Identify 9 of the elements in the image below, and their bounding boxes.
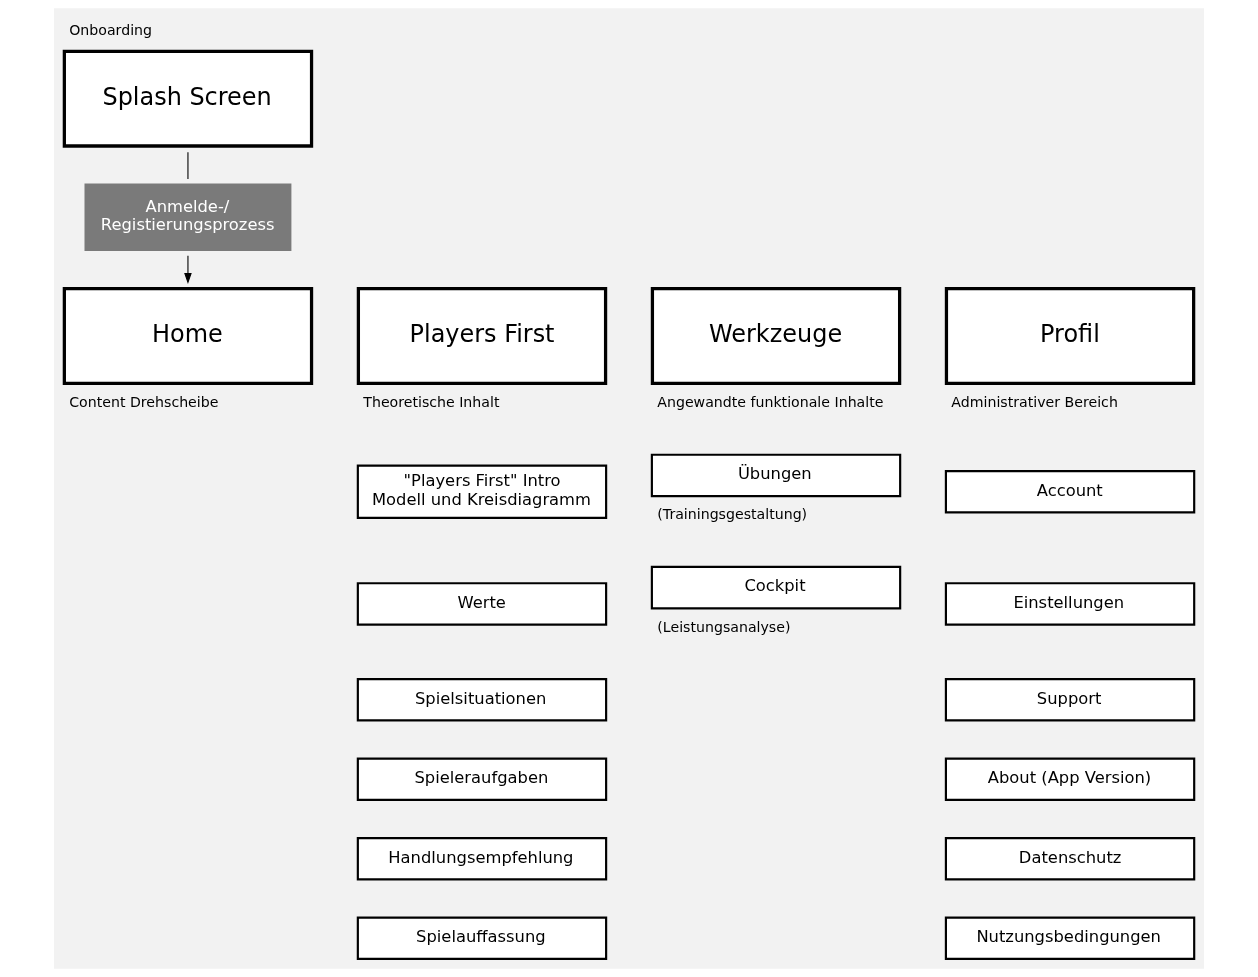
node-label: Onboarding	[69, 21, 153, 38]
node-label: Content Drehscheibe	[69, 394, 219, 411]
node-box: Anmelde-/ Registierungsprozess	[84, 183, 292, 252]
arrow	[184, 255, 192, 284]
node-label: Administrativer Bereich	[951, 394, 1118, 411]
node-label: Theoretische Inhalt	[363, 394, 500, 411]
node-label: (Leistungsanalyse)	[657, 618, 791, 635]
node-label: (Trainingsgestaltung)	[657, 506, 808, 523]
node-label: Angewandte funktionale Inhalte	[657, 394, 884, 411]
